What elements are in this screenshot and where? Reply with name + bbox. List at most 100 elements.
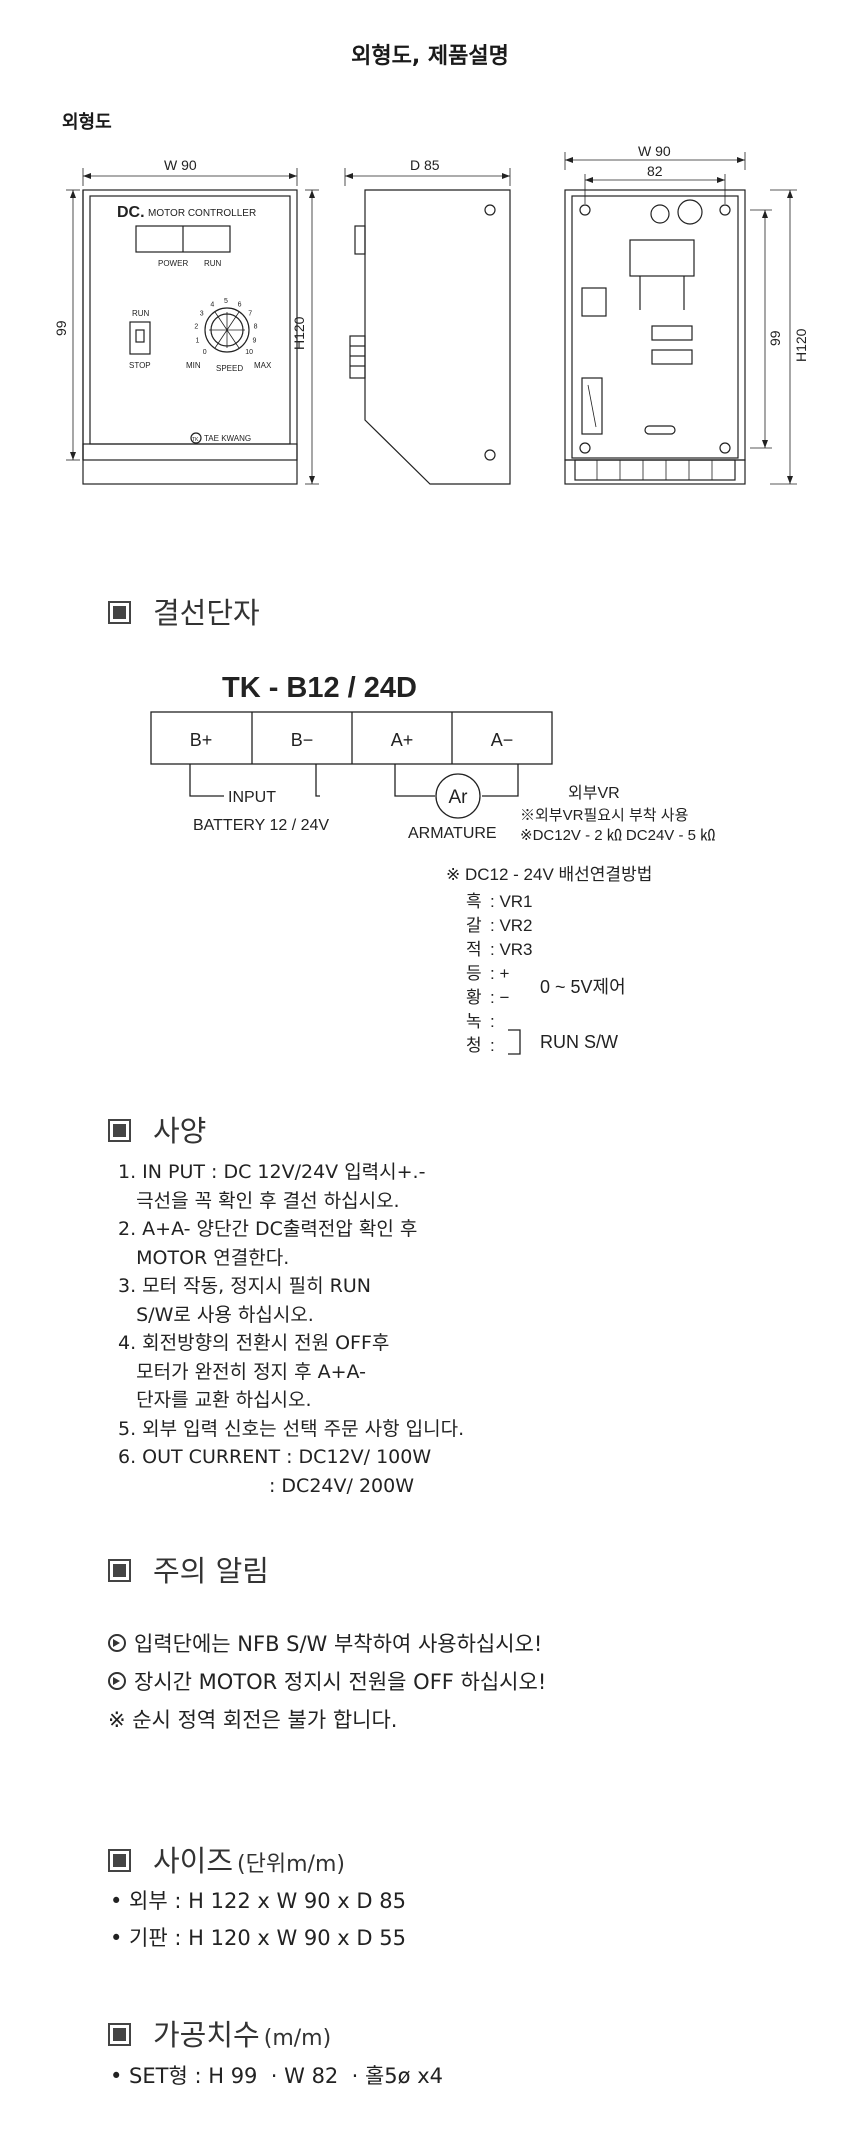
section-square-icon bbox=[108, 1559, 131, 1582]
notice-line-1: 입력단에는 NFB S/W 부착하여 사용하십시오! bbox=[108, 1628, 542, 1658]
dial-speed-label: SPEED bbox=[216, 364, 243, 373]
spec-line: 6. OUT CURRENT : DC12V/ 100W bbox=[118, 1446, 432, 1468]
front-width-label: W 90 bbox=[164, 157, 197, 173]
size-outer: • 외부 : H 122 x W 90 x D 85 bbox=[110, 1889, 406, 1913]
front-height-outer-label: H120 bbox=[291, 316, 307, 350]
terminal-a-plus: A+ bbox=[391, 730, 414, 750]
section-square-icon bbox=[108, 1119, 131, 1142]
armature-circle bbox=[435, 773, 481, 819]
spec-line: 4. 회전방향의 전환시 전원 OFF후 bbox=[118, 1332, 390, 1354]
notice-line-3: ※ 순시 정역 회전은 불가 합니다. bbox=[108, 1704, 398, 1734]
terminal-a-minus: A− bbox=[491, 730, 514, 750]
maker-label: TAE KWANG bbox=[204, 434, 251, 443]
side-case-outline bbox=[364, 189, 511, 485]
input-label: INPUT bbox=[228, 789, 276, 806]
wiring-heading-text: 결선단자 bbox=[153, 596, 260, 630]
method-title: ※ DC12 - 24V 배선연결방법 bbox=[446, 865, 652, 884]
notice-text: 입력단에는 NFB S/W 부착하여 사용하십시오! bbox=[134, 1632, 543, 1656]
arrow-circle-icon bbox=[108, 1672, 126, 1690]
dial-number: 3 bbox=[200, 310, 204, 317]
dial-number: 6 bbox=[238, 301, 242, 308]
armature-symbol: Ar bbox=[449, 787, 469, 808]
size-heading: 사이즈 (단위m/m) bbox=[108, 1838, 345, 1880]
lamp-run-label: RUN bbox=[204, 259, 222, 268]
size-unit: (단위m/m) bbox=[237, 1852, 345, 1877]
brand-main: DC. bbox=[117, 204, 145, 221]
dial-number: 4 bbox=[210, 301, 214, 308]
switch-stop-label: STOP bbox=[129, 361, 151, 370]
spec-line: 극선을 꼭 확인 후 결선 하십시오. bbox=[118, 1189, 400, 1212]
front-case-outline bbox=[82, 189, 298, 461]
spec-list: 1. IN PUT : DC 12V/24V 입력시+.- 극선을 꼭 확인 후… bbox=[118, 1158, 464, 1500]
wire-color-value: : bbox=[490, 1012, 495, 1031]
machining-heading-text: 가공치수 bbox=[153, 2018, 260, 2052]
section-square-icon bbox=[108, 601, 131, 624]
wire-color-name: 갈 bbox=[466, 916, 482, 935]
spec-line: 1. IN PUT : DC 12V/24V 입력시+.- bbox=[118, 1161, 426, 1183]
model-label: TK - B12 / 24D bbox=[222, 672, 417, 704]
ext-vr-title: 외부VR bbox=[568, 784, 620, 802]
dial-number: 2 bbox=[194, 323, 198, 330]
spec-line: 3. 모터 작동, 정지시 필히 RUN bbox=[118, 1275, 372, 1297]
size-board: • 기판 : H 120 x W 90 x D 55 bbox=[110, 1926, 406, 1950]
front-height-label: 99 bbox=[53, 320, 69, 336]
terminal-b-minus: B− bbox=[291, 730, 314, 750]
notice-text: 장시간 MOTOR 정지시 전원을 OFF 하십시오! bbox=[134, 1670, 547, 1694]
dial-number: 1 bbox=[196, 337, 200, 344]
machining-line: • SET형 : H 99 · W 82 · 홀5ø x4 bbox=[110, 2064, 443, 2088]
notice-text: ※ 순시 정역 회전은 불가 합니다. bbox=[108, 1708, 398, 1732]
outline-drawings: POWER RUN RUN STOP MIN SPEED MAX TAE KWA… bbox=[53, 143, 809, 485]
section-square-icon bbox=[108, 2023, 131, 2046]
ext-vr-note2: ※DC12V - 2 ㏀ DC24V - 5 ㏀ bbox=[520, 827, 715, 844]
spec-line: 단자를 교환 하십시오. bbox=[118, 1389, 312, 1411]
wiring-heading: 결선단자 bbox=[108, 590, 260, 632]
run-stop-switch bbox=[129, 321, 151, 355]
dial-number: 7 bbox=[248, 310, 252, 317]
switch-run-label: RUN bbox=[132, 309, 150, 318]
side-depth-label: D 85 bbox=[410, 157, 440, 173]
wire-color-name: 흑 bbox=[466, 892, 482, 911]
wire-color-value: : VR1 bbox=[490, 892, 533, 911]
front-base bbox=[82, 443, 298, 485]
notice-heading-text: 주의 알림 bbox=[153, 1554, 269, 1588]
spec-line: 2. A+A- 양단간 DC출력전압 확인 후 bbox=[118, 1218, 418, 1240]
spec-line: S/W로 사용 하십시오. bbox=[118, 1303, 314, 1326]
control-note: 0 ~ 5V제어 bbox=[540, 977, 626, 997]
wire-color-name: 황 bbox=[466, 988, 482, 1007]
speed-dial bbox=[204, 307, 250, 353]
machining-unit: (m/m) bbox=[263, 2026, 332, 2051]
wire-color-name: 적 bbox=[466, 940, 482, 959]
back-width-label: W 90 bbox=[638, 143, 671, 159]
terminal-b-plus: B+ bbox=[190, 730, 213, 750]
dial-max-label: MAX bbox=[254, 361, 272, 370]
back-terminal-block bbox=[574, 459, 736, 481]
spec-line: 모터가 완전히 정지 후 A+A- bbox=[118, 1360, 366, 1383]
wire-color-value: : VR3 bbox=[490, 940, 533, 959]
notice-heading: 주의 알림 bbox=[108, 1548, 269, 1590]
section-square-icon bbox=[108, 1849, 131, 1872]
back-case-outline bbox=[564, 189, 746, 461]
page-title: 외형도, 제품설명 bbox=[351, 44, 509, 69]
lamp-power-label: POWER bbox=[158, 259, 188, 268]
dial-number: 10 bbox=[245, 349, 253, 356]
back-height-label: 99 bbox=[767, 330, 783, 346]
wire-color-value: : bbox=[490, 1036, 495, 1055]
spec-line: : DC24V/ 200W bbox=[118, 1474, 414, 1497]
notice-line-2: 장시간 MOTOR 정지시 전원을 OFF 하십시오! bbox=[108, 1666, 546, 1696]
specs-heading: 사양 bbox=[108, 1108, 206, 1150]
back-inner-width-label: 82 bbox=[647, 163, 663, 179]
maker-logo: TK bbox=[192, 437, 199, 443]
wire-color-name: 청 bbox=[466, 1036, 482, 1055]
dial-number: 9 bbox=[253, 337, 257, 344]
wire-color-value: : VR2 bbox=[490, 916, 533, 935]
wire-color-name: 녹 bbox=[466, 1012, 482, 1031]
dial-min-label: MIN bbox=[186, 361, 201, 370]
front-panel bbox=[89, 195, 291, 445]
wire-color-value: : + bbox=[490, 964, 509, 983]
ext-vr-note1: ※외부VR필요시 부착 사용 bbox=[520, 807, 688, 824]
spec-line: MOTOR 연결한다. bbox=[118, 1246, 290, 1269]
spec-line: 5. 외부 입력 신호는 선택 주문 사항 입니다. bbox=[118, 1417, 465, 1440]
dial-number: 5 bbox=[224, 298, 228, 305]
dial-number: 0 bbox=[203, 349, 207, 356]
machining-heading: 가공치수 (m/m) bbox=[108, 2012, 331, 2054]
